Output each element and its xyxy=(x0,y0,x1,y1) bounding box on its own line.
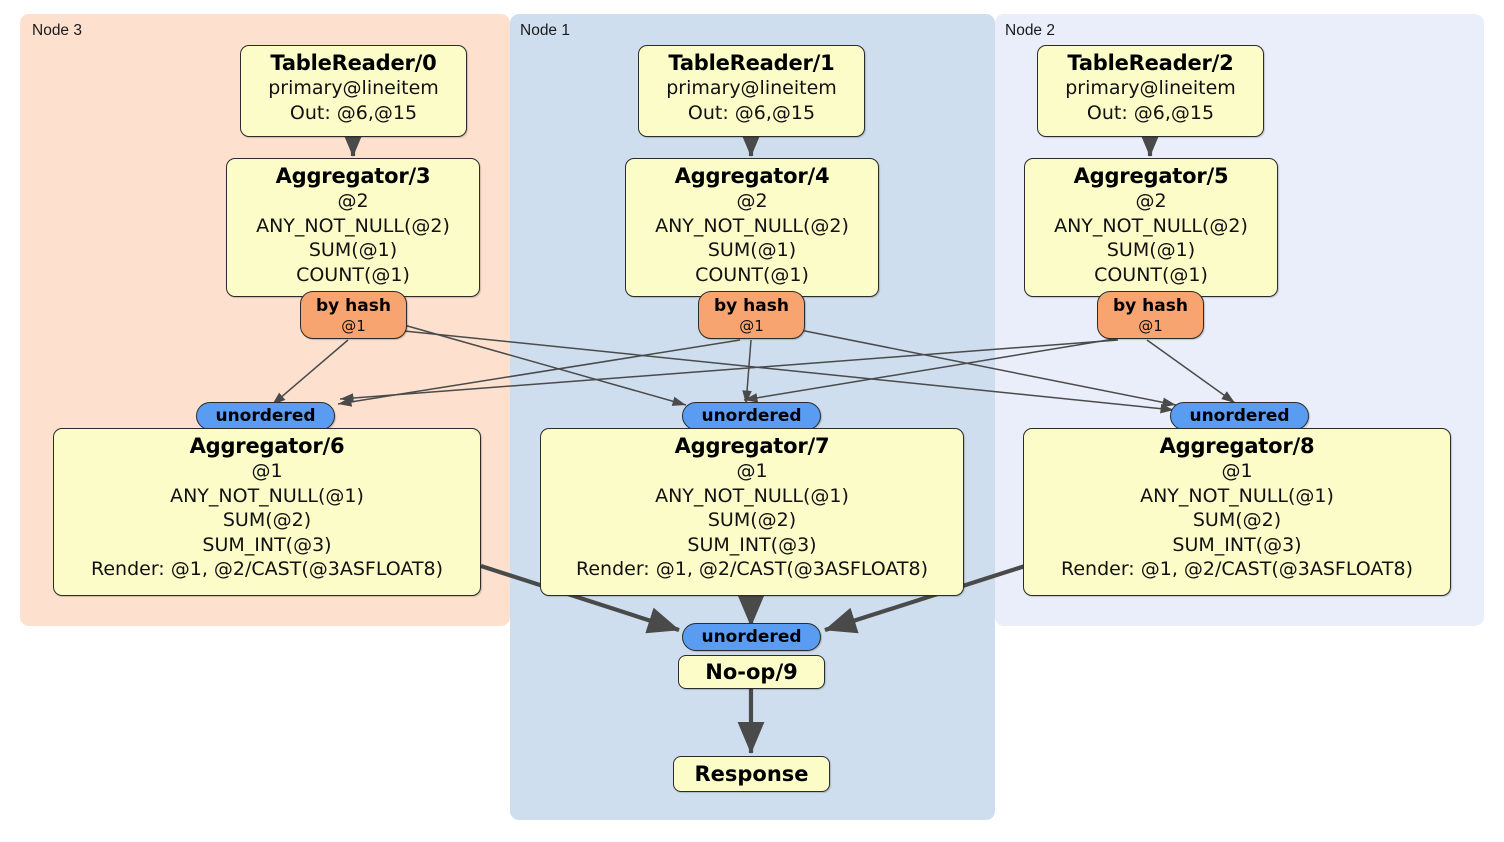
node-title: Aggregator/5 xyxy=(1073,164,1229,188)
router-title: by hash xyxy=(316,296,391,316)
render-expr: Render: @1, @2/CAST(@3ASFLOAT8) xyxy=(1061,558,1413,580)
group-cols: @1 xyxy=(1221,460,1253,482)
group-cols: @1 xyxy=(251,460,283,482)
agg-func-1: ANY_NOT_NULL(@2) xyxy=(256,214,450,237)
group-cols: @1 xyxy=(736,460,768,482)
agg-func-2: SUM(@1) xyxy=(707,239,797,261)
router-title: by hash xyxy=(714,296,789,316)
agg-func-1: ANY_NOT_NULL(@1) xyxy=(655,484,849,507)
unordered-synchronizer-right[interactable]: unordered xyxy=(1170,402,1309,430)
table-reader-1[interactable]: TableReader/1 primary@lineitem Out: @6,@… xyxy=(638,45,865,137)
aggregator-3[interactable]: Aggregator/3 @2 ANY_NOT_NULL(@2) SUM(@1)… xyxy=(226,158,480,297)
synchronizer-label: unordered xyxy=(1189,406,1290,426)
agg-func-2: SUM(@2) xyxy=(707,509,797,531)
node-title: Aggregator/4 xyxy=(674,164,830,188)
group-cols: @2 xyxy=(736,190,768,212)
response-node[interactable]: Response xyxy=(673,756,830,792)
node-title: TableReader/1 xyxy=(668,51,835,75)
synchronizer-label: unordered xyxy=(215,406,316,426)
hash-router-3[interactable]: by hash @1 xyxy=(300,291,407,339)
agg-func-1: ANY_NOT_NULL(@1) xyxy=(1140,484,1334,507)
render-expr: Render: @1, @2/CAST(@3ASFLOAT8) xyxy=(576,558,928,580)
aggregator-7[interactable]: Aggregator/7 @1 ANY_NOT_NULL(@1) SUM(@2)… xyxy=(540,428,964,596)
agg-func-1: ANY_NOT_NULL(@2) xyxy=(1054,214,1248,237)
agg-func-2: SUM(@1) xyxy=(1106,239,1196,261)
agg-func-2: SUM(@2) xyxy=(222,509,312,531)
agg-func-3: SUM_INT(@3) xyxy=(1172,533,1302,556)
unordered-synchronizer-final[interactable]: unordered xyxy=(682,623,821,651)
region-label-node2: Node 2 xyxy=(1005,22,1055,39)
router-column: @1 xyxy=(1138,317,1163,335)
hash-router-5[interactable]: by hash @1 xyxy=(1097,291,1204,339)
unordered-synchronizer-left[interactable]: unordered xyxy=(196,402,335,430)
table-reader-0[interactable]: TableReader/0 primary@lineitem Out: @6,@… xyxy=(240,45,467,137)
node-title: Aggregator/8 xyxy=(1159,434,1315,458)
aggregator-8[interactable]: Aggregator/8 @1 ANY_NOT_NULL(@1) SUM(@2)… xyxy=(1023,428,1451,596)
aggregator-6[interactable]: Aggregator/6 @1 ANY_NOT_NULL(@1) SUM(@2)… xyxy=(53,428,481,596)
node-title: TableReader/2 xyxy=(1067,51,1234,75)
no-op-9[interactable]: No-op/9 xyxy=(678,655,825,689)
render-expr: Render: @1, @2/CAST(@3ASFLOAT8) xyxy=(91,558,443,580)
agg-func-2: SUM(@2) xyxy=(1192,509,1282,531)
table-reader-2[interactable]: TableReader/2 primary@lineitem Out: @6,@… xyxy=(1037,45,1264,137)
agg-func-3: SUM_INT(@3) xyxy=(202,533,332,556)
node-out: Out: @6,@15 xyxy=(1086,101,1215,124)
agg-func-2: SUM(@1) xyxy=(308,239,398,261)
region-label-node3: Node 3 xyxy=(32,22,82,39)
hash-router-4[interactable]: by hash @1 xyxy=(698,291,805,339)
agg-func-3: COUNT(@1) xyxy=(296,263,410,286)
unordered-synchronizer-center[interactable]: unordered xyxy=(682,402,821,430)
aggregator-4[interactable]: Aggregator/4 @2 ANY_NOT_NULL(@2) SUM(@1)… xyxy=(625,158,879,297)
node-title: Aggregator/7 xyxy=(674,434,830,458)
node-index: primary@lineitem xyxy=(1065,77,1236,99)
router-title: by hash xyxy=(1113,296,1188,316)
agg-func-3: COUNT(@1) xyxy=(1094,263,1208,286)
node-out: Out: @6,@15 xyxy=(289,101,418,124)
node-title: TableReader/0 xyxy=(270,51,437,75)
synchronizer-label: unordered xyxy=(701,627,802,647)
agg-func-3: COUNT(@1) xyxy=(695,263,809,286)
router-column: @1 xyxy=(739,317,764,335)
synchronizer-label: unordered xyxy=(701,406,802,426)
node-out: Out: @6,@15 xyxy=(687,101,816,124)
router-column: @1 xyxy=(341,317,366,335)
aggregator-5[interactable]: Aggregator/5 @2 ANY_NOT_NULL(@2) SUM(@1)… xyxy=(1024,158,1278,297)
node-index: primary@lineitem xyxy=(268,77,439,99)
node-title: Response xyxy=(694,762,809,786)
agg-func-1: ANY_NOT_NULL(@2) xyxy=(655,214,849,237)
group-cols: @2 xyxy=(337,190,369,212)
node-title: No-op/9 xyxy=(705,660,798,684)
node-index: primary@lineitem xyxy=(666,77,837,99)
agg-func-3: SUM_INT(@3) xyxy=(687,533,817,556)
node-title: Aggregator/3 xyxy=(275,164,431,188)
region-label-node1: Node 1 xyxy=(520,22,570,39)
node-title: Aggregator/6 xyxy=(189,434,345,458)
agg-func-1: ANY_NOT_NULL(@1) xyxy=(170,484,364,507)
group-cols: @2 xyxy=(1135,190,1167,212)
